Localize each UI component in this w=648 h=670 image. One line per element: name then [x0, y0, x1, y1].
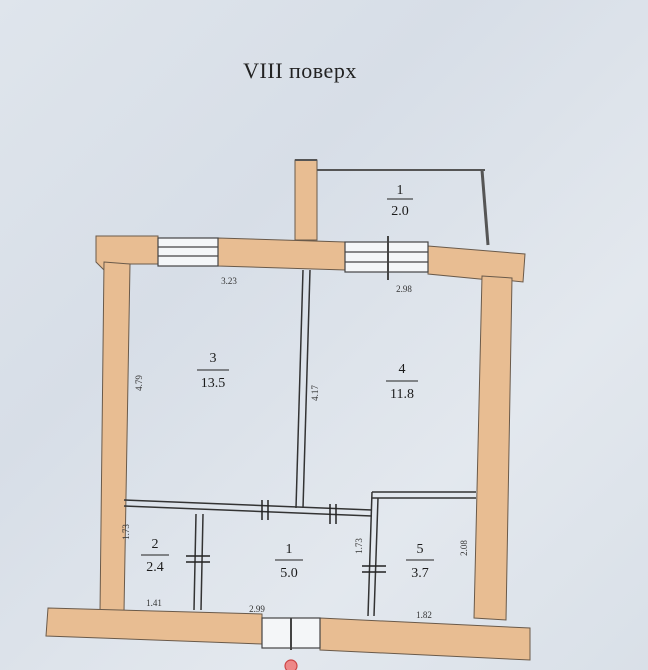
partition-3-4	[295, 269, 304, 509]
room-2-area: 2.4	[146, 560, 164, 575]
room-2-number: 2	[152, 537, 159, 552]
top-wall-middle	[217, 237, 346, 271]
entrance-door	[261, 617, 321, 670]
exterior-walls	[45, 235, 531, 661]
dim-2-99: 2.99	[249, 604, 265, 614]
dim-2-98: 2.98	[396, 284, 412, 294]
dim-3-23: 3.23	[221, 276, 237, 286]
dim-4-79: 4.79	[134, 375, 144, 391]
window-room-4	[344, 241, 429, 273]
room-5-number: 5	[417, 542, 424, 557]
balcony-left-wall	[294, 159, 318, 241]
floor-title: VIII поверх	[243, 58, 357, 83]
bottom-wall-right	[319, 617, 531, 661]
dim-1-41: 1.41	[146, 598, 162, 608]
interior-partitions	[123, 269, 476, 617]
left-wall	[99, 261, 131, 613]
balcony-right-wall	[480, 169, 490, 246]
room-4-area: 11.8	[390, 387, 414, 402]
partition-room5-left	[367, 491, 373, 617]
room-5-area: 3.7	[411, 566, 429, 581]
dim-1-73-left: 1.73	[121, 524, 131, 540]
room-1-balcony-area: 2.0	[391, 204, 409, 219]
dim-1-73-right: 1.73	[354, 538, 364, 554]
room-3-area: 13.5	[201, 376, 226, 391]
room-labels: 1 2.0 3 13.5 4 11.8 2 2.4 1 5.0 5 3.7	[141, 183, 434, 581]
windows	[157, 236, 429, 280]
right-wall	[473, 275, 513, 621]
bottom-wall-left	[45, 607, 263, 645]
partition-horizontal	[123, 499, 373, 511]
room-3-number: 3	[210, 351, 217, 366]
balcony	[294, 159, 490, 246]
door-marks	[186, 500, 386, 573]
room-1-hall-area: 5.0	[280, 566, 298, 581]
dimension-labels: 3.23 2.98 4.79 4.17 1.73 1.73 2.08 1.41 …	[121, 276, 469, 620]
dim-2-08: 2.08	[459, 540, 469, 556]
room-1-hall-number: 1	[286, 542, 293, 557]
room-4-number: 4	[399, 362, 406, 377]
dim-1-82: 1.82	[416, 610, 432, 620]
window-room-3	[157, 237, 219, 267]
room-1-balcony-number: 1	[397, 183, 404, 198]
top-wall-right	[427, 245, 526, 283]
dim-4-17: 4.17	[310, 385, 320, 401]
